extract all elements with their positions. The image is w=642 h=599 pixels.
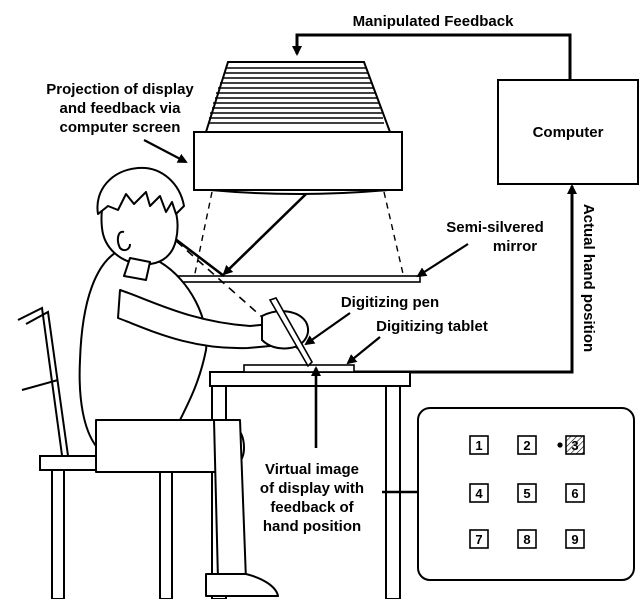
computer-label: Computer — [533, 124, 604, 141]
projection-label-line2: and feedback via — [60, 100, 182, 117]
key-7-label: 7 — [475, 532, 482, 547]
actual-hand-position-arrow — [352, 184, 577, 374]
key-1-label: 1 — [475, 438, 482, 453]
digitizing-tablet — [243, 364, 355, 373]
key-5-label: 5 — [523, 486, 530, 501]
key-4-label: 4 — [475, 486, 483, 501]
digitizing-pen — [268, 297, 313, 368]
key-4: 4 — [469, 483, 489, 503]
projection-dashed-lines — [193, 191, 405, 279]
pen-pointer-arrow — [304, 312, 351, 346]
manipulated-feedback-arrow — [292, 33, 572, 80]
key-5: 5 — [517, 483, 537, 503]
digitizing-pen-label: Digitizing pen — [341, 294, 439, 311]
key-7: 7 — [469, 529, 489, 549]
screen-to-mirror-ray — [222, 193, 307, 276]
seated-person — [78, 166, 309, 597]
actual-hand-position-label: Actual hand position — [580, 204, 597, 352]
projection-label-line1: Projection of display — [46, 81, 194, 98]
virtual-image-label-line1: Virtual image — [265, 461, 359, 478]
key-2-label: 2 — [523, 438, 530, 453]
projection-label-line3: computer screen — [60, 119, 181, 136]
computer-screen-monitor — [193, 61, 403, 195]
key-6-label: 6 — [571, 486, 578, 501]
key-9-label: 9 — [571, 532, 578, 547]
digitizing-tablet-label: Digitizing tablet — [376, 318, 488, 335]
virtual-image-label-line2: of display with — [260, 480, 364, 497]
key-6: 6 — [565, 483, 585, 503]
key-8-label: 8 — [523, 532, 530, 547]
key-1: 1 — [469, 435, 489, 455]
projection-pointer-arrow — [143, 139, 188, 163]
virtual-image-label-line3: feedback of — [270, 499, 354, 516]
semi-silvered-mirror — [169, 275, 421, 283]
mirror-pointer-arrow — [416, 243, 469, 278]
virtual-image-label-line4: hand position — [263, 518, 361, 535]
cursor-dot — [557, 442, 563, 448]
manipulated-feedback-label: Manipulated Feedback — [353, 13, 515, 30]
keypad-grid: 1 2 3 4 5 6 7 8 — [469, 435, 585, 549]
projection-label: Projection of display and feedback via c… — [46, 81, 194, 136]
key-9: 9 — [565, 529, 585, 549]
semi-silvered-label-line2: mirror — [493, 238, 537, 255]
key-3-label: 3 — [571, 438, 578, 453]
tablet-pointer-arrow — [346, 336, 381, 365]
virtual-image-label: Virtual image of display with feedback o… — [260, 461, 364, 535]
key-2: 2 — [517, 435, 537, 455]
key-3-highlighted: 3 — [565, 435, 585, 455]
monitor-vent-lines — [208, 67, 384, 124]
key-8: 8 — [517, 529, 537, 549]
semi-silvered-label-line1: Semi-silvered — [446, 219, 544, 236]
